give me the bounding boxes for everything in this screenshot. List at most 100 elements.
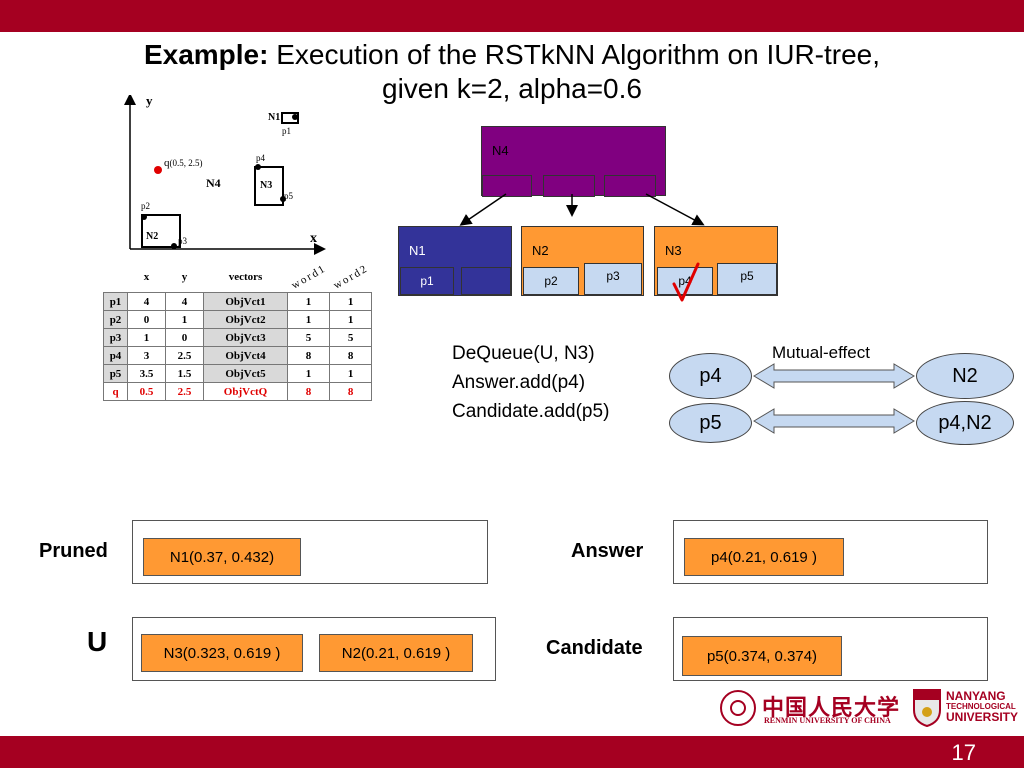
edge-n4-n1 bbox=[459, 193, 507, 226]
table-cell: 0 bbox=[127, 310, 166, 329]
table-cell: ObjVct5 bbox=[203, 364, 288, 383]
point-p4 bbox=[255, 164, 261, 170]
label-q-coord: (0.5, 2.5) bbox=[169, 158, 203, 168]
plot-svg bbox=[124, 93, 326, 255]
table-cell: ObjVct4 bbox=[203, 346, 288, 365]
table-cell: 0 bbox=[165, 328, 204, 347]
oval-p5: p5 bbox=[669, 403, 752, 443]
ntu-logo-text: NANYANG TECHNOLOGICAL UNIVERSITY bbox=[946, 690, 1018, 723]
table-cell: 1 bbox=[127, 328, 166, 347]
tree-node-n4-label: N4 bbox=[492, 143, 509, 158]
tree-node-n2-label: N2 bbox=[532, 243, 549, 258]
candidate-item: p5(0.374, 0.374) bbox=[682, 636, 842, 676]
tree-entry-p3: p3 bbox=[584, 263, 642, 295]
table-cell: q bbox=[103, 382, 128, 401]
table-header: word1 bbox=[289, 262, 329, 292]
ntu-logo-line1: NANYANG bbox=[946, 689, 1006, 703]
ntu-crest-icon bbox=[913, 689, 941, 728]
table-header-word1-cell: word1 bbox=[288, 262, 330, 293]
mutual-effect-label: Mutual-effect bbox=[772, 343, 870, 362]
table-cell: 1 bbox=[286, 364, 331, 383]
renmin-seal-inner bbox=[730, 700, 746, 716]
table-cell: ObjVct3 bbox=[203, 328, 288, 347]
label-p1: p1 bbox=[282, 126, 291, 136]
table-cell: 3 bbox=[127, 346, 166, 365]
table-header-row: x y vectors word1 word2 bbox=[104, 262, 372, 293]
table-header: y bbox=[181, 271, 188, 283]
table-cell: 0.5 bbox=[127, 382, 166, 401]
top-bar bbox=[0, 0, 1024, 32]
answer-item: p4(0.21, 0.619 ) bbox=[684, 538, 844, 576]
u-box: N3(0.323, 0.619 ) N2(0.21, 0.619 ) bbox=[132, 617, 496, 681]
y-axis-label: y bbox=[146, 93, 153, 108]
title-line2: given k=2, alpha=0.6 bbox=[382, 73, 642, 104]
u-label: U bbox=[87, 626, 108, 657]
table-cell: 8 bbox=[286, 346, 331, 365]
table-cell: ObjVct1 bbox=[203, 292, 288, 311]
table-cell: ObjVct2 bbox=[203, 310, 288, 329]
table-cell: p5 bbox=[103, 364, 128, 383]
op-candidate-add: Candidate.add(p5) bbox=[452, 401, 610, 422]
rect-n3 bbox=[254, 166, 284, 206]
label-n1: N1 bbox=[268, 112, 281, 123]
table-cell: p2 bbox=[103, 310, 128, 329]
point-p1 bbox=[292, 114, 298, 120]
ntu-logo-line3: UNIVERSITY bbox=[946, 710, 1019, 724]
label-n3: N3 bbox=[260, 180, 273, 191]
label-n2: N2 bbox=[146, 231, 159, 242]
tree-node-n3: N3 p4 p5 bbox=[654, 226, 778, 296]
op-dequeue: DeQueue(U, N3) bbox=[452, 343, 595, 364]
table-cell: p3 bbox=[103, 328, 128, 347]
tree-edges bbox=[459, 193, 705, 226]
table-header: vectors bbox=[228, 271, 263, 283]
label-p3: p3 bbox=[178, 236, 187, 246]
table-cell: 8 bbox=[329, 382, 373, 401]
op-answer-add: Answer.add(p4) bbox=[452, 372, 586, 393]
checkmark-icon bbox=[672, 262, 700, 302]
table-header bbox=[104, 262, 128, 293]
table-cell: 1 bbox=[165, 310, 204, 329]
table-header: word2 bbox=[331, 262, 371, 292]
tree-node-n4-slot-3 bbox=[604, 175, 656, 197]
u-item-n3: N3(0.323, 0.619 ) bbox=[141, 634, 303, 672]
label-q-name: q bbox=[164, 157, 170, 169]
tree-node-n1-slot-2 bbox=[461, 267, 511, 295]
table-cell: 4 bbox=[165, 292, 204, 311]
table-cell: 1 bbox=[329, 292, 373, 311]
label-p4: p4 bbox=[256, 153, 265, 163]
page-number: 17 bbox=[951, 740, 976, 765]
table-cell: 8 bbox=[286, 382, 331, 401]
oval-n2: N2 bbox=[916, 353, 1014, 399]
table-cell: p1 bbox=[103, 292, 128, 311]
point-p5 bbox=[280, 196, 286, 202]
tree-node-n2: N2 p2 p3 bbox=[521, 226, 644, 296]
label-q: q(0.5, 2.5) bbox=[164, 157, 203, 169]
pruned-box: N1(0.37, 0.432) bbox=[132, 520, 488, 584]
answer-label: Answer bbox=[571, 540, 644, 562]
tree-entry-p5: p5 bbox=[717, 263, 777, 295]
tree-node-n4-slot-2 bbox=[543, 175, 595, 197]
candidate-label: Candidate bbox=[546, 637, 643, 659]
tree-node-n4: N4 bbox=[481, 126, 666, 197]
renmin-logo-cn: 中国人民大学 bbox=[762, 696, 901, 721]
table-cell: p4 bbox=[103, 346, 128, 365]
pruned-item: N1(0.37, 0.432) bbox=[143, 538, 301, 576]
double-arrow-2 bbox=[753, 408, 915, 434]
pruned-label: Pruned bbox=[39, 540, 108, 562]
slide-title: Example: Execution of the RSTkNN Algorit… bbox=[0, 38, 1024, 106]
table-cell: 8 bbox=[329, 346, 373, 365]
table-cell: 1 bbox=[329, 310, 373, 329]
table-cell: 1 bbox=[286, 310, 331, 329]
table-cell: 1 bbox=[329, 364, 373, 383]
tree-node-n4-slot-1 bbox=[482, 175, 532, 197]
spatial-plot: y x N1 p1 p4 N3 p5 N4 q(0.5, 2.5) p2 N2 … bbox=[120, 93, 330, 255]
table-header: x bbox=[143, 271, 150, 283]
double-arrows bbox=[753, 363, 915, 434]
